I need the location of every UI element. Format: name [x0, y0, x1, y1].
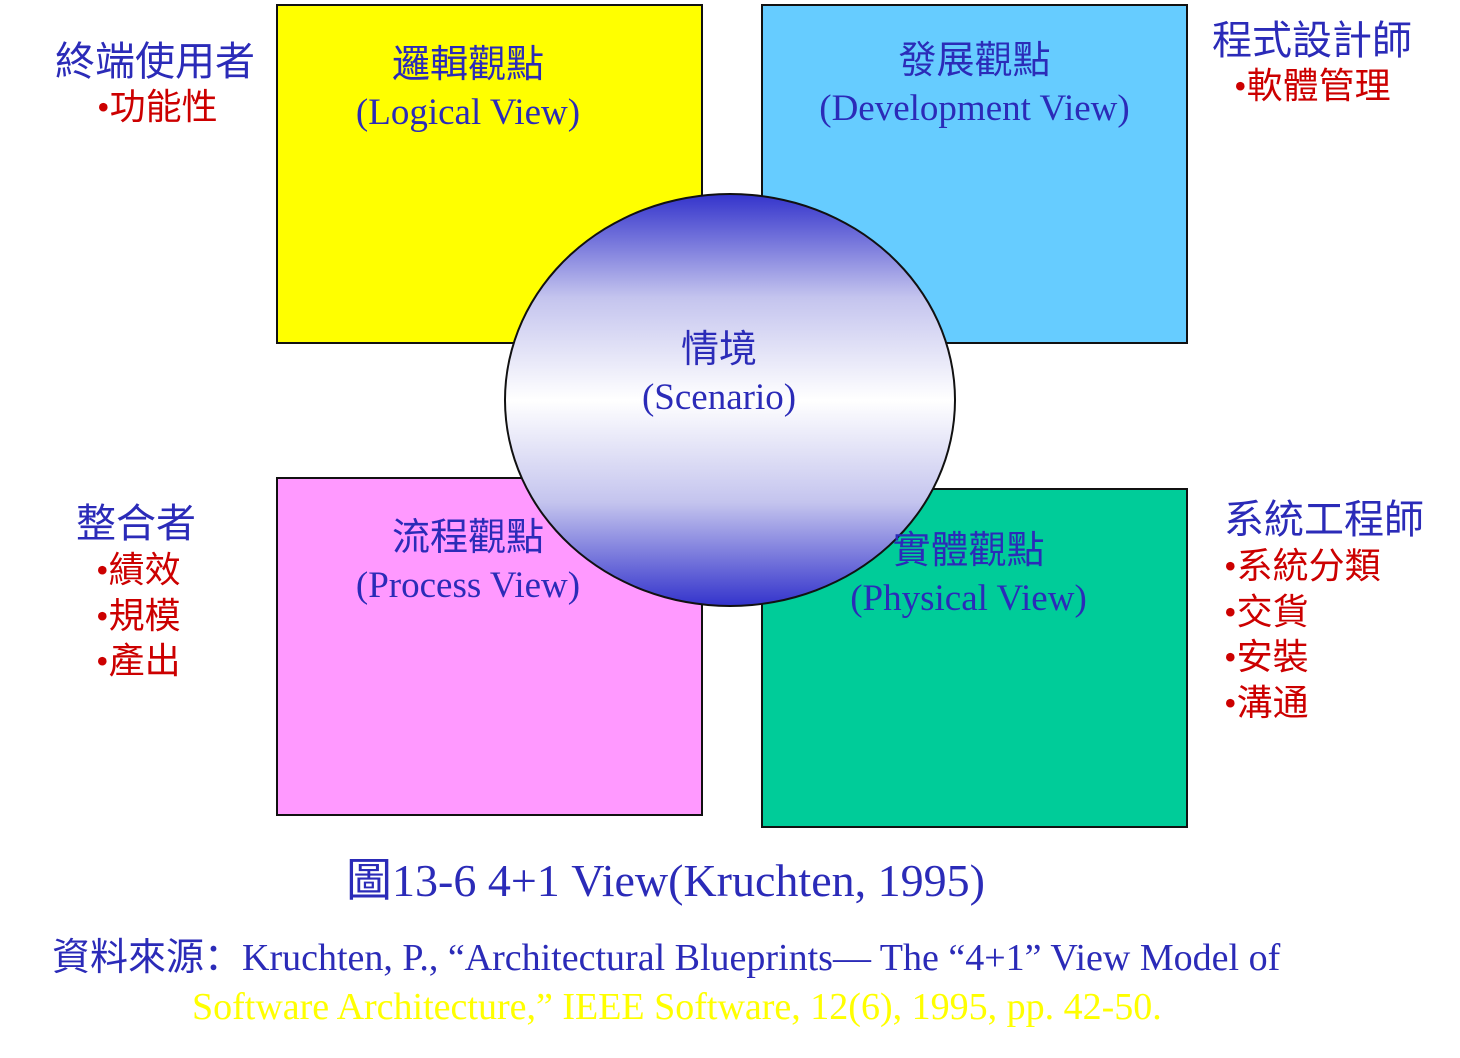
stakeholder-role: 系統工程師: [1224, 497, 1424, 542]
stakeholder-role: 整合者: [76, 501, 196, 546]
source-prefix: 資料來源：: [52, 937, 243, 979]
concern-item: •系統分類: [1224, 546, 1381, 586]
process-view-title-en: (Process View): [355, 564, 581, 606]
stakeholder-system-engineer: 系統工程師 •系統分類 •交貨 •安裝 •溝通: [1224, 496, 1424, 727]
source-citation: 資料來源：Kruchten, P., “Architectural Bluepr…: [52, 934, 1280, 1031]
process-view-title-zh: 流程觀點: [391, 517, 544, 559]
concern-item: •軟體管理: [1234, 66, 1391, 106]
concern-item: •交貨: [1224, 591, 1309, 632]
concern-item: •產出: [96, 641, 181, 682]
concern-item: •績效: [96, 550, 181, 590]
source-line-2: Software Architecture,” IEEE Software, 1…: [192, 985, 1162, 1028]
scenario-circle: [504, 193, 956, 607]
scenario-label: 情境 (Scenario): [504, 327, 934, 421]
physical-view-title-zh: 實體觀點: [892, 530, 1045, 572]
stakeholder-integrator: 整合者 •績效 •規模 •產出: [76, 500, 196, 685]
physical-view-label: 實體觀點 (Physical View): [761, 528, 1176, 622]
concern-item: •功能性: [97, 87, 218, 127]
concern-item: •溝通: [1224, 683, 1309, 724]
scenario-title-zh: 情境: [680, 329, 757, 371]
concern-item: •規模: [96, 595, 181, 636]
stakeholder-role: 程式設計師: [1212, 18, 1412, 63]
development-view-title-zh: 發展觀點: [898, 40, 1051, 82]
concern-item: •安裝: [1224, 637, 1309, 678]
process-view-label: 流程觀點 (Process View): [276, 515, 660, 609]
physical-view-title-en: (Physical View): [850, 577, 1087, 619]
logical-view-title-zh: 邏輯觀點: [391, 44, 544, 86]
source-line-1: Kruchten, P., “Architectural Blueprints—…: [242, 937, 1281, 979]
stakeholder-programmer: 程式設計師 •軟體管理: [1212, 17, 1412, 108]
development-view-label: 發展觀點 (Development View): [761, 38, 1188, 132]
logical-view-label: 邏輯觀點 (Logical View): [276, 42, 660, 136]
logical-view-title-en: (Logical View): [355, 91, 581, 133]
stakeholder-role: 終端使用者: [55, 39, 255, 84]
stakeholder-end-user: 終端使用者 •功能性: [55, 38, 255, 129]
scenario-title-en: (Scenario): [641, 376, 797, 418]
figure-caption: 圖13-6 4+1 View(Kruchten, 1995): [346, 855, 985, 906]
development-view-title-en: (Development View): [819, 87, 1130, 129]
